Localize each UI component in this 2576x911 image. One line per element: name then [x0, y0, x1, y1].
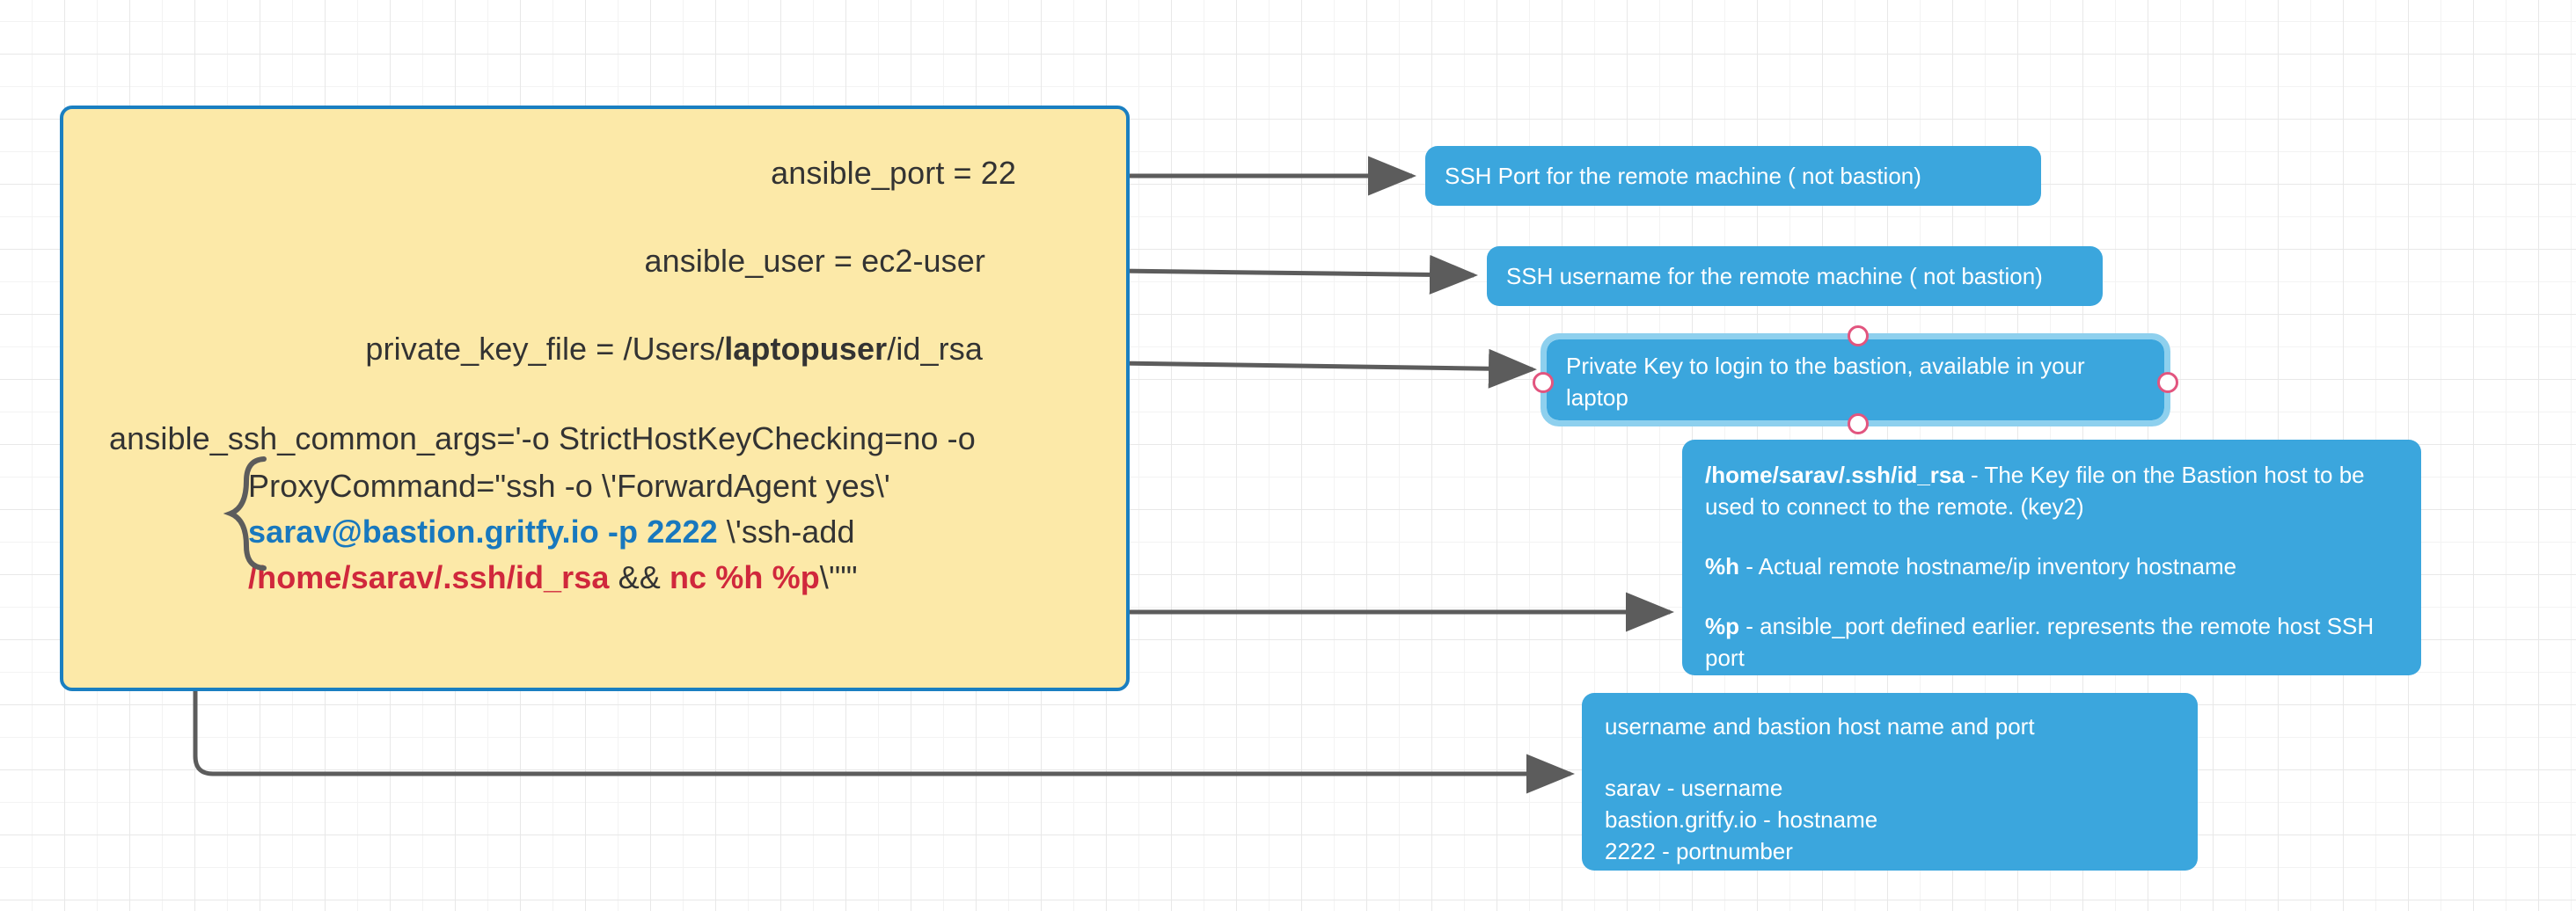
callout-private-key-text: Private Key to login to the bastion, ava…	[1566, 353, 2085, 411]
curly-brace-icon	[223, 456, 267, 571]
proxy-segment-5: &&	[609, 559, 670, 595]
config-line-ssh-common-args: ansible_ssh_common_args='-o StrictHostKe…	[109, 420, 976, 456]
config-line-proxy-command: ProxyCommand="ssh -o \'ForwardAgent yes\…	[248, 463, 952, 601]
callout-username-bastion-port[interactable]: username and bastion host name and port …	[1571, 686, 2198, 878]
private-key-username: laptopuser	[724, 331, 888, 367]
config-line-ansible-port: ansible_port = 22	[771, 155, 1016, 191]
ansible-config-card[interactable]: ansible_port = 22 ansible_user = ec2-use…	[60, 106, 1130, 691]
proxy-segment-3: \'ssh-add	[717, 514, 855, 550]
private-key-suffix: /id_rsa	[887, 331, 983, 367]
detail-percent-h-desc: - Actual remote hostname/ip inventory ho…	[1739, 553, 2237, 579]
proxy-segment-bastion: sarav@bastion.gritfy.io -p 2222	[248, 514, 718, 550]
callout-ssh-username-text: SSH username for the remote machine ( no…	[1506, 263, 2043, 289]
callout-private-key[interactable]: Private Key to login to the bastion, ava…	[1533, 325, 2178, 434]
callout-ssh-port-text: SSH Port for the remote machine ( not ba…	[1445, 163, 1921, 189]
userhost-spacer	[1605, 742, 2175, 772]
detail-percent-p-desc: - ansible_port defined earlier. represen…	[1705, 613, 2375, 671]
proxy-segment-key-path: /home/sarav/.ssh/id_rsa	[248, 559, 610, 595]
resize-handle-top[interactable]	[1848, 325, 1869, 346]
callout-proxycommand-details[interactable]: /home/sarav/.ssh/id_rsa - The Key file o…	[1672, 433, 2421, 682]
callout-ssh-port[interactable]: SSH Port for the remote machine ( not ba…	[1415, 139, 2041, 213]
userhost-heading: username and bastion host name and port	[1605, 713, 2035, 740]
detail-percent-p-token: %p	[1705, 613, 1739, 639]
detail-keyfile-desc: - The Key file on the Bastion host to be…	[1705, 462, 2365, 520]
proxy-segment-7: \'""	[819, 559, 858, 595]
resize-handle-right[interactable]	[2157, 372, 2178, 393]
config-line-private-key-file: private_key_file = /Users/laptopuser/id_…	[365, 329, 983, 369]
detail-row-keyfile: /home/sarav/.ssh/id_rsa - The Key file o…	[1705, 459, 2398, 522]
config-line-ansible-user: ansible_user = ec2-user	[644, 243, 985, 279]
userhost-line-username: sarav - username	[1605, 775, 1783, 801]
resize-handle-bottom[interactable]	[1848, 413, 1869, 434]
detail-row-percent-h: %h - Actual remote hostname/ip inventory…	[1705, 550, 2398, 582]
detail-percent-h-token: %h	[1705, 553, 1739, 579]
private-key-prefix: private_key_file = /Users/	[365, 331, 725, 367]
resize-handle-left[interactable]	[1533, 372, 1554, 393]
proxy-segment-nc: nc %h %p	[669, 559, 820, 595]
userhost-line-hostname: bastion.gritfy.io - hostname	[1605, 806, 1878, 833]
detail-keyfile-path: /home/sarav/.ssh/id_rsa	[1705, 462, 1965, 488]
callout-ssh-username[interactable]: SSH username for the remote machine ( no…	[1476, 239, 2103, 313]
userhost-line-port: 2222 - portnumber	[1605, 838, 1793, 864]
detail-row-percent-p: %p - ansible_port defined earlier. repre…	[1705, 610, 2398, 674]
proxy-segment-1: ProxyCommand="ssh -o \'ForwardAgent yes\…	[248, 468, 890, 504]
